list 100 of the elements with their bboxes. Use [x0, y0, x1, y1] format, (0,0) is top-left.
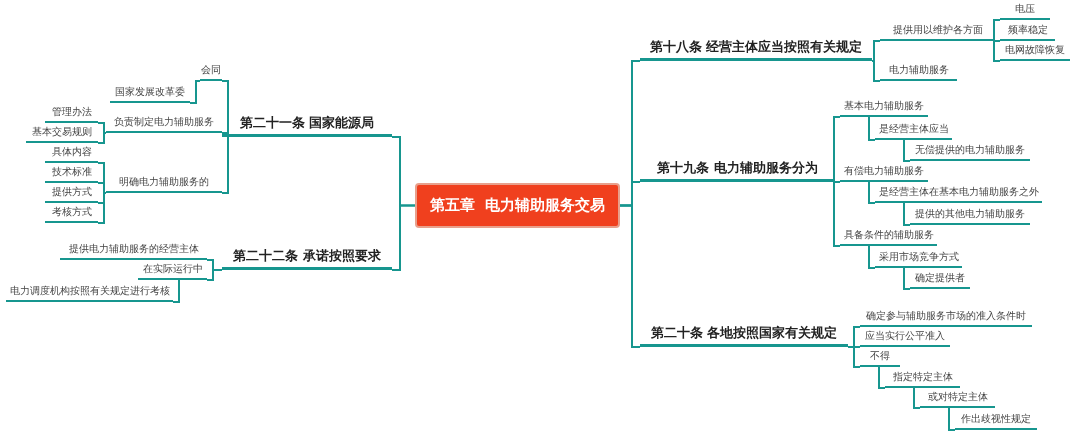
topic-branch [1000, 24, 1055, 41]
article-title: 第二十条 各地按照国家有关规定 [650, 324, 838, 342]
connector-line [847, 346, 861, 368]
connector-line [868, 245, 876, 269]
article-title: 第二十一条 国家能源局 [239, 114, 375, 132]
chapter-box [415, 183, 620, 228]
connector-line [97, 122, 107, 134]
connector-line [97, 132, 107, 144]
topic-text: 确定提供者 [915, 271, 965, 285]
chapter-title: 第五章 电力辅助服务交易 [429, 196, 606, 215]
topic-text: 负责制定电力辅助服务 [114, 115, 214, 129]
article-branch [640, 160, 835, 182]
topic-text: 具体内容 [51, 145, 92, 159]
topic-branch [200, 64, 222, 81]
topic-branch [45, 146, 98, 163]
topic-text: 有偿电力辅助服务 [844, 164, 924, 178]
topic-text: 频率稳定 [1007, 23, 1048, 37]
topic-branch [45, 106, 98, 123]
article-branch [640, 39, 872, 61]
connector-line [206, 269, 223, 281]
topic-text: 作出歧视性规定 [961, 412, 1031, 426]
connector-line [391, 204, 416, 271]
topic-text: 是经营主体在基本电力辅助服务之外 [878, 185, 1039, 199]
article-branch [222, 115, 392, 137]
article-branch [640, 325, 848, 347]
topic-text: 提供电力辅助服务的经营主体 [68, 242, 199, 256]
topic-text: 会同 [201, 63, 221, 77]
topic-branch [138, 263, 207, 280]
connector-line [903, 267, 911, 290]
connector-line [868, 181, 876, 204]
topic-text: 无偿提供的电力辅助服务 [915, 143, 1025, 157]
topic-branch [920, 391, 995, 408]
topic-text: 基本电力辅助服务 [844, 99, 924, 113]
article-title: 第二十二条 承诺按照要求 [233, 247, 381, 265]
topic-branch [45, 166, 98, 183]
topic-text: 确定参与辅助服务市场的准入条件时 [866, 309, 1026, 323]
article-title: 第十八条 经营主体应当按照有关规定 [649, 38, 863, 56]
topic-branch [875, 123, 952, 140]
topic-branch [875, 186, 1042, 203]
connector-line [172, 279, 180, 303]
topic-branch [26, 126, 98, 143]
topic-branch [60, 243, 207, 260]
topic-branch [45, 206, 98, 223]
topic-text: 在实际运行中 [142, 262, 203, 276]
topic-branch [860, 350, 900, 367]
topic-text: 采用市场竞争方式 [878, 250, 959, 264]
connector-line [871, 60, 881, 82]
topic-branch [910, 272, 970, 289]
topic-branch [955, 413, 1037, 430]
topic-branch [910, 208, 1030, 225]
connector-line [993, 19, 1001, 42]
topic-branch [860, 330, 950, 347]
topic-text: 电力辅助服务 [888, 63, 949, 77]
connector-line [97, 192, 107, 224]
topic-text: 电压 [1015, 2, 1035, 16]
topic-branch [106, 176, 222, 193]
topic-text: 电网故障恢复 [1005, 43, 1065, 57]
connector-line [619, 204, 641, 348]
connector-line [903, 139, 911, 162]
topic-text: 指定特定主体 [892, 370, 953, 384]
topic-text: 基本交易规则 [32, 125, 92, 139]
topic-branch [880, 24, 995, 41]
connector-line [993, 40, 1001, 42]
topic-text: 具备条件的辅助服务 [843, 228, 934, 242]
topic-branch [45, 186, 98, 203]
topic-text: 国家发展改革委 [115, 85, 185, 99]
topic-text: 明确电力辅助服务的 [119, 175, 209, 189]
topic-text: 提供用以维护各方面 [892, 23, 983, 37]
connector-line [903, 202, 911, 226]
connector-line [221, 136, 229, 194]
topic-text: 应当实行公平准入 [865, 329, 945, 343]
connector-line [868, 116, 876, 141]
topic-branch [885, 371, 960, 388]
connector-line [993, 40, 1001, 62]
topic-text: 技术标准 [51, 165, 92, 179]
topic-branch [875, 251, 962, 268]
topic-text: 考核方式 [51, 205, 92, 219]
connector-line [189, 80, 201, 104]
topic-branch [910, 144, 1030, 161]
topic-text: 电力调度机构按照有关规定进行考核 [9, 284, 170, 298]
topic-branch [110, 86, 190, 103]
article-title: 第十九条 电力辅助服务分为 [657, 159, 818, 177]
topic-branch [860, 310, 1032, 327]
topic-branch [1000, 44, 1070, 61]
topic-branch [106, 116, 222, 133]
topic-text: 提供的其他电力辅助服务 [915, 207, 1025, 221]
topic-branch [840, 229, 937, 246]
connector-line [833, 181, 841, 183]
connector-line [878, 366, 886, 389]
topic-text: 不得 [870, 349, 890, 363]
topic-branch [6, 285, 173, 302]
topic-branch [1000, 3, 1050, 20]
topic-text: 管理办法 [51, 105, 92, 119]
topic-branch [840, 100, 928, 117]
connector-line [948, 407, 956, 431]
connector-line [833, 181, 841, 247]
article-branch [222, 248, 392, 270]
connector-line [871, 40, 881, 62]
topic-branch [840, 165, 928, 182]
topic-branch [880, 64, 957, 81]
